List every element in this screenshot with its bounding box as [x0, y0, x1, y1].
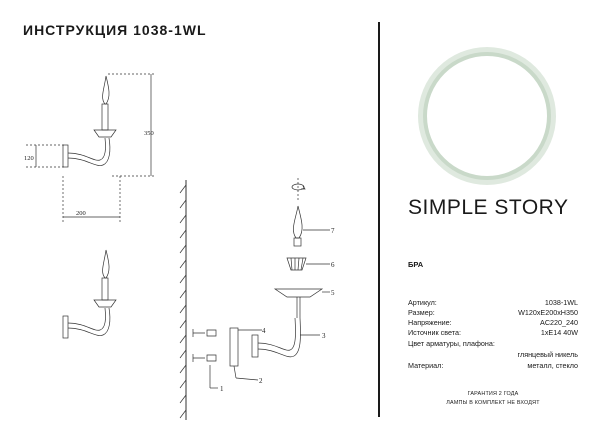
dim-height: 350: [144, 130, 154, 137]
vertical-divider: [378, 22, 380, 417]
brand-name: SIMPLE STORY: [408, 196, 568, 220]
spec-label: Размер:: [408, 308, 435, 317]
product-type: БРА: [408, 260, 424, 269]
dimensioned-sconce: [26, 73, 155, 222]
part-number-2: 2: [259, 377, 263, 385]
part-number-1: 1: [220, 385, 224, 393]
assembly-drawing: [179, 178, 330, 420]
brand-circle: [423, 52, 551, 180]
warranty-text: ГАРАНТИЯ 2 ГОДА: [467, 391, 519, 397]
part-number-3: 3: [322, 332, 326, 340]
sconce-side-view: [62, 249, 117, 339]
part-number-4: 4: [262, 327, 266, 335]
spec-label: Цвет арматуры, плафона:: [408, 339, 495, 348]
spec-value: AC220_240: [540, 318, 578, 327]
spec-label: Материал:: [408, 361, 444, 370]
spec-value: металл, стекло: [527, 361, 578, 370]
spec-label: Источник света:: [408, 328, 461, 337]
spec-value: глянцевый никель: [517, 350, 578, 359]
spec-label: Артикул:: [408, 298, 437, 307]
lamps-note: ЛАМПЫ В КОМПЛЕКТ НЕ ВХОДЯТ: [446, 400, 540, 406]
brand-part-1: SIMPLE: [408, 196, 489, 219]
dim-depth: 120: [24, 155, 34, 162]
spec-value: 1xE14 40W: [540, 328, 578, 337]
part-number-5: 5: [331, 289, 335, 297]
spec-value: W120xE200xH350: [518, 308, 578, 317]
part-number-7: 7: [331, 227, 335, 235]
spec-label: Напряжение:: [408, 318, 452, 327]
document-title: ИНСТРУКЦИЯ 1038-1WL: [23, 22, 207, 38]
part-number-6: 6: [331, 261, 335, 269]
spec-value: 1038-1WL: [544, 298, 578, 307]
dim-width: 200: [76, 210, 86, 217]
brand-part-2: STORY: [494, 196, 569, 219]
